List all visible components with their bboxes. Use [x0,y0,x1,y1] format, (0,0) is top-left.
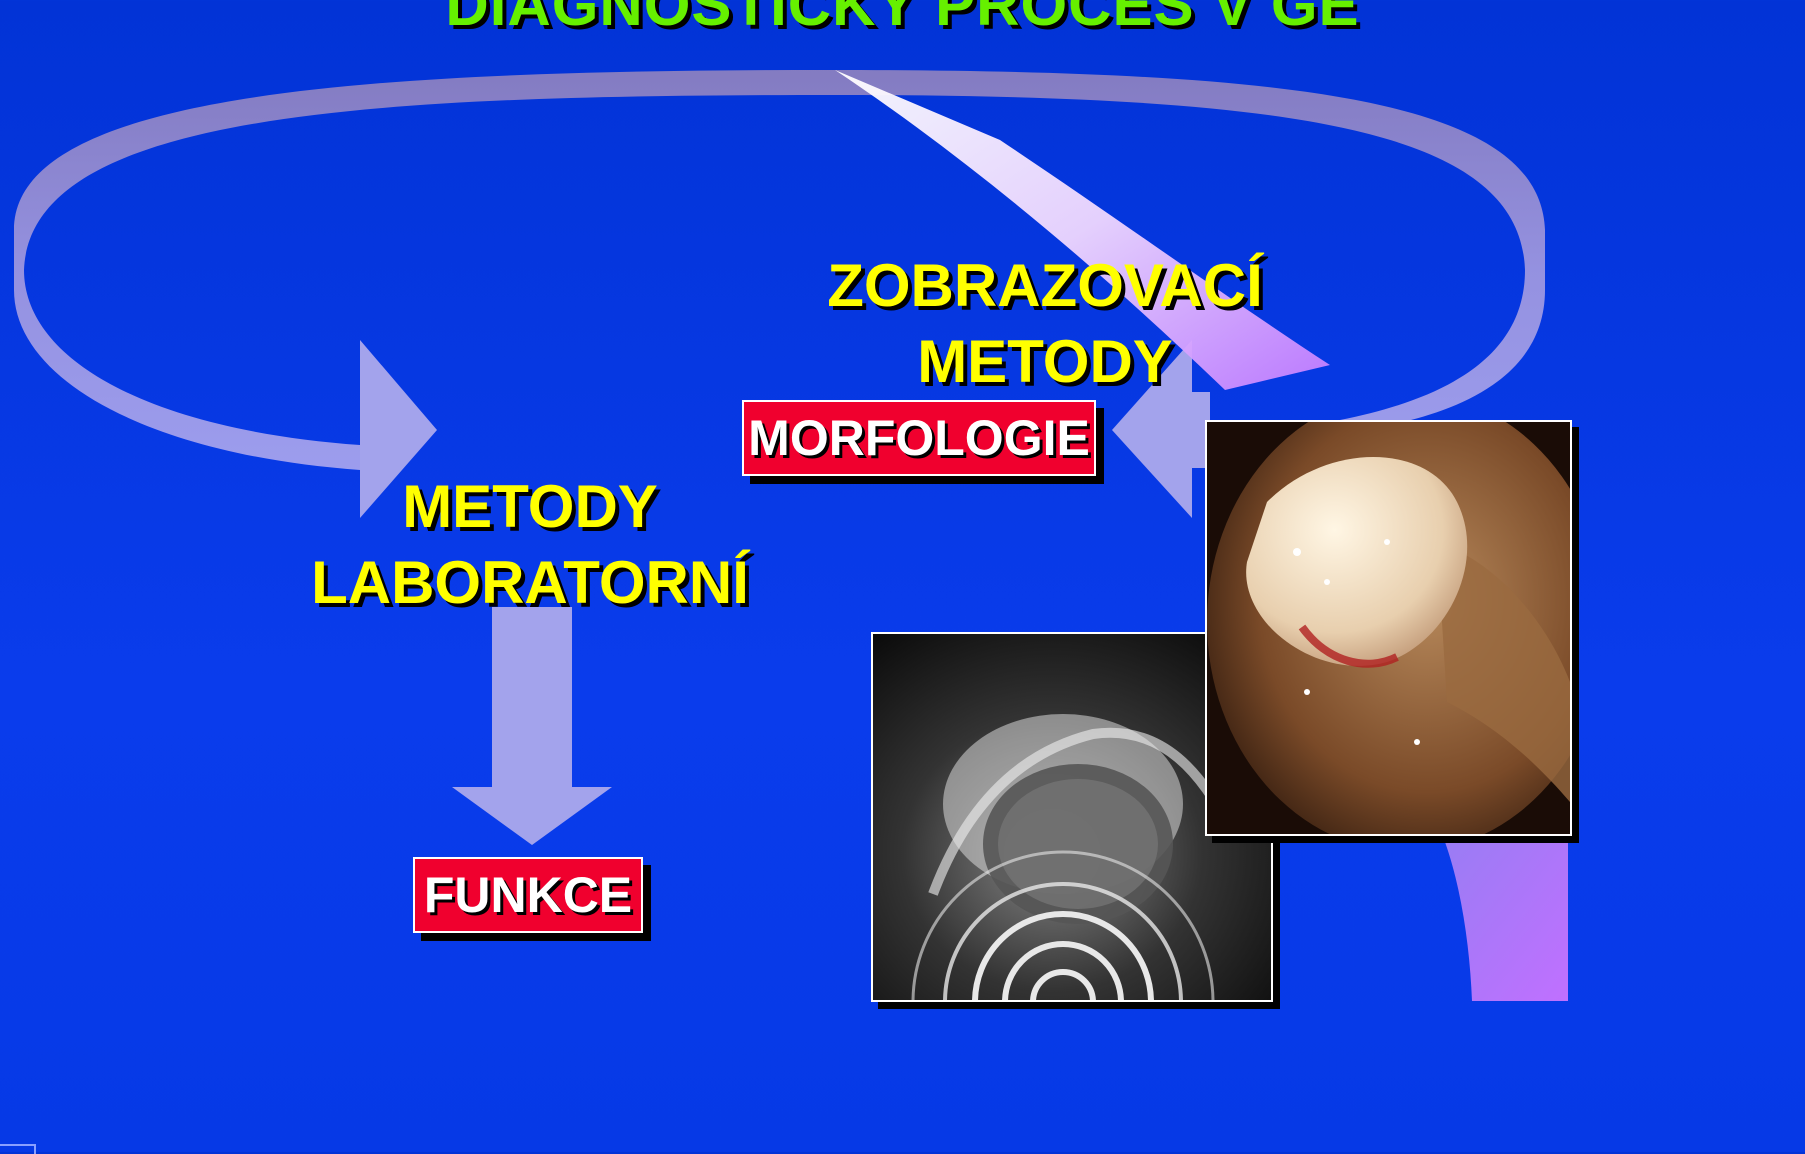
polyp-picture [1207,422,1570,834]
lab-methods-line2: LABORATORNÍ [290,545,770,621]
lab-methods-label: METODY LABORATORNÍ [290,469,770,621]
lab-methods-line1: METODY [290,469,770,545]
endoscopy-polyp-image [1205,420,1572,836]
imaging-methods-label: ZOBRAZOVACÍ METODY [800,248,1290,400]
slide-title: DIAGNOSTICKÝ PROCES V GE [0,0,1805,39]
down-arrow [452,607,612,845]
function-box: FUNKCE [413,857,643,933]
morphology-box: MORFOLOGIE [742,400,1096,476]
imaging-methods-line1: ZOBRAZOVACÍ [800,248,1290,324]
corner-marker [0,1144,36,1154]
imaging-methods-line2: METODY [800,324,1290,400]
purple-curve-decoration [1445,842,1568,1001]
